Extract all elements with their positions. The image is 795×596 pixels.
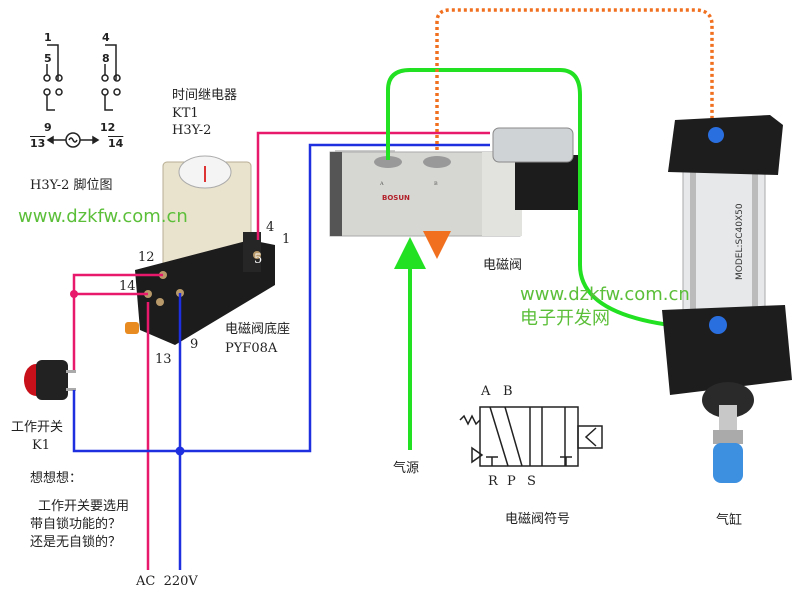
pinout-caption: H3Y-2 脚位图 [30,178,113,193]
symbol-port-a: A [481,384,491,399]
pin-12: 12 [100,121,116,134]
watermark-url: www.dzkfw.com.cn [520,284,690,305]
terminal-5: 5 [254,252,263,267]
valve-brand: BOSUN [382,194,410,202]
symbol-port-p: P [507,474,516,489]
terminal-13: 13 [155,352,172,367]
time-relay-image [162,155,252,268]
symbol-port-b: B [503,384,513,399]
neutral-wires [72,143,490,570]
pin-13: 13 [30,137,46,150]
air-supply-lines [386,68,708,450]
work-switch-image [24,360,76,400]
pinout-diagram [43,44,121,148]
socket-title: 电磁阀底座 [225,322,291,337]
relay-title: 时间继电器 [172,88,238,103]
watermark-name: 电子开发网 [520,308,610,329]
pin-14: 14 [108,137,124,150]
question-line: 还是无自锁的？ [30,535,122,550]
valve-symbol-caption: 电磁阀符号 [505,512,571,527]
pin-1: 1 [44,31,52,44]
watermark-url: www.dzkfw.com.cn [18,206,188,227]
terminal-9: 9 [190,337,199,352]
socket-model: PYF08A [225,341,278,356]
symbol-port-s: S [527,474,536,489]
valve-port-a: A [379,181,384,187]
pin-5: 5 [44,52,52,65]
terminal-1: 1 [282,232,291,247]
pin-9: 9 [44,121,52,134]
pin-8: 8 [102,52,110,65]
valve-symbol [459,406,603,467]
air-source-label: 气源 [393,461,420,476]
question-line: 工作开关要选用 [38,499,130,514]
relay-socket-image [125,232,275,345]
switch-id: K1 [32,438,50,453]
terminal-14: 14 [119,279,136,294]
valve-label: 电磁阀 [483,258,523,273]
exhaust-lines [423,8,714,259]
cylinder-model: MODEL:SC40X50 [735,203,745,280]
junction-dot [70,290,78,298]
air-cylinder-image: MODEL:SC40X50 [662,115,792,483]
solenoid-valve-image: BOSUN A B [329,127,580,237]
symbol-port-r: R [488,474,498,489]
power-label: AC 220V [136,574,198,589]
cylinder-label: 气缸 [716,513,743,528]
question-heading: 想想想： [30,471,83,486]
terminal-4: 4 [266,220,275,235]
relay-model: H3Y-2 [172,123,212,138]
junction-dot [175,446,185,456]
terminal-12: 12 [138,250,155,265]
switch-title: 工作开关 [11,420,64,435]
relay-id: KT1 [172,106,199,121]
question-line: 带自锁功能的？ [30,517,122,532]
live-wires [72,131,490,570]
pin-4: 4 [102,31,110,44]
valve-port-b: B [434,181,438,187]
